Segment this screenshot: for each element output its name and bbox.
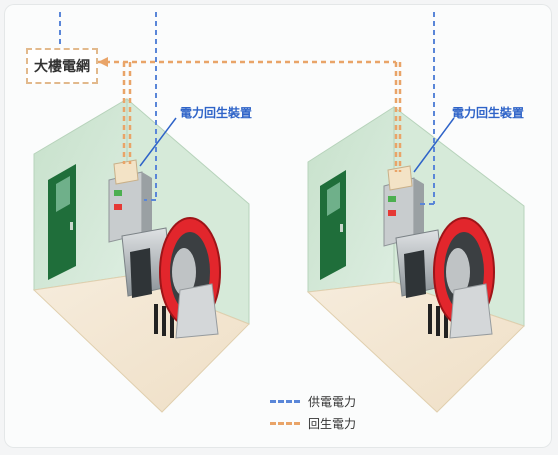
supply-power-lines	[59, 12, 435, 205]
regen-device-label-left: 電力回生裝置	[180, 106, 253, 120]
traction-machine-left	[121, 217, 221, 339]
callout-leaders	[139, 117, 455, 173]
legend-item-supply: 供電電力	[270, 390, 356, 412]
legend-regen-label: 回生電力	[308, 416, 357, 431]
legend: 供電電力 回生電力	[270, 390, 356, 434]
regen-power-lines	[96, 57, 402, 172]
door	[48, 164, 76, 280]
traction-machine-right	[395, 217, 495, 339]
supply-line-swatch	[270, 399, 300, 403]
machine-room-left	[32, 97, 250, 413]
legend-item-regen: 回生電力	[270, 412, 356, 434]
legend-supply-label: 供電電力	[308, 394, 357, 409]
regen-device-left	[108, 159, 152, 243]
machine-room-right	[306, 105, 525, 413]
diagram-canvas	[32, 12, 525, 413]
diagram-frame: 大樓電網 電力回生裝置 電力回生裝置 供電電力 回生電力	[4, 4, 552, 448]
regen-device-label-right: 電力回生裝置	[452, 106, 525, 120]
regen-device-right	[383, 165, 424, 247]
building-grid-label: 大樓電網	[26, 48, 98, 84]
door-right	[320, 170, 346, 280]
regen-line-swatch	[270, 421, 300, 425]
